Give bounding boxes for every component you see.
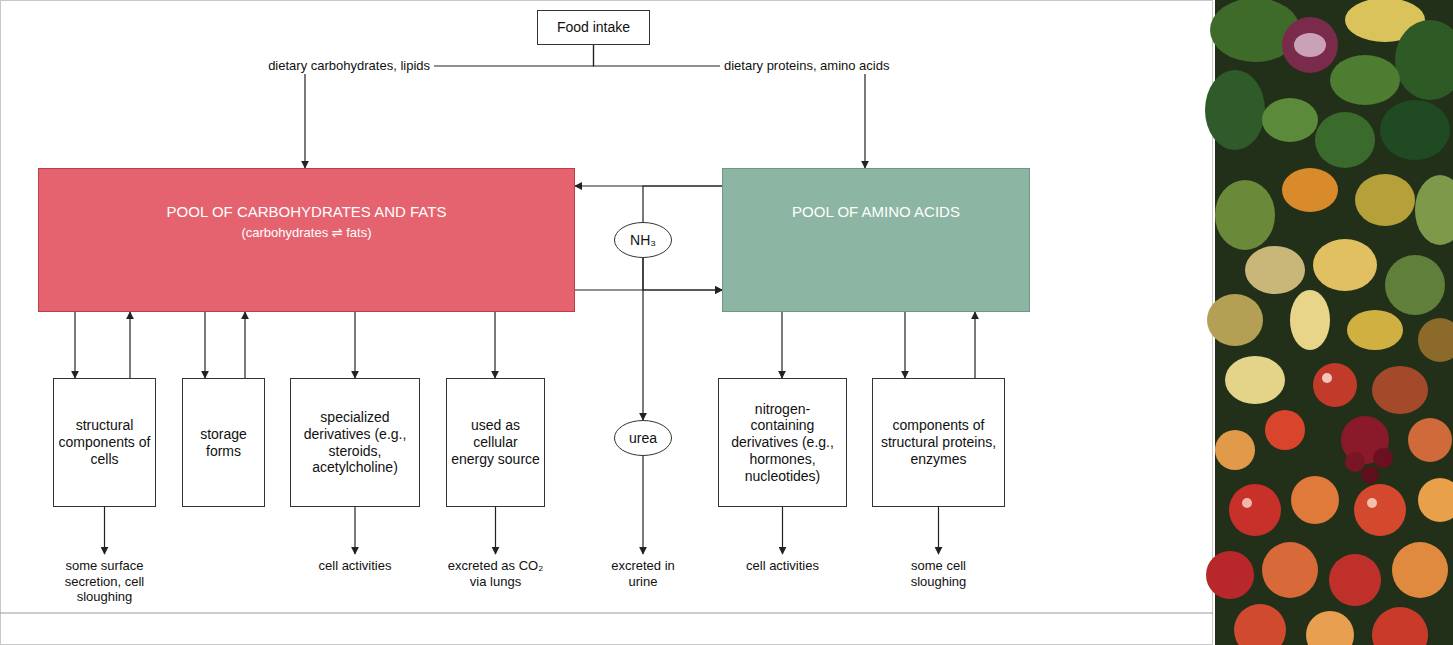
outcome-box: storage forms bbox=[182, 378, 265, 507]
peach bbox=[1215, 430, 1255, 470]
pool-box: POOL OF AMINO ACIDS bbox=[722, 168, 1030, 312]
melon bbox=[1205, 70, 1265, 150]
produce-picture bbox=[1205, 0, 1453, 645]
edge-label: dietary proteins, amino acids bbox=[720, 58, 893, 74]
highlight bbox=[1367, 498, 1377, 508]
squash bbox=[1313, 239, 1377, 291]
node-text: storage forms bbox=[187, 426, 260, 460]
apple bbox=[1354, 484, 1406, 536]
melon bbox=[1380, 100, 1450, 160]
apple bbox=[1329, 554, 1381, 606]
gourd bbox=[1207, 294, 1263, 346]
apple bbox=[1372, 607, 1428, 645]
connector-arrow bbox=[244, 312, 245, 378]
compound-oval: urea bbox=[614, 420, 672, 456]
outcome-label: excreted as CO₂ via lungs bbox=[440, 558, 552, 589]
gourd bbox=[1355, 174, 1415, 226]
input-box: Food intake bbox=[537, 10, 650, 45]
banana bbox=[1347, 310, 1403, 350]
gourd bbox=[1290, 290, 1330, 350]
pool-box: POOL OF CARBOHYDRATES AND FATS (carbohydr… bbox=[38, 168, 575, 312]
outflow-arrow bbox=[642, 456, 643, 554]
grape bbox=[1373, 448, 1393, 468]
outcome-box: structural components of cells bbox=[53, 378, 156, 507]
node-text: Food intake bbox=[557, 19, 630, 36]
connector-arrow bbox=[904, 312, 905, 378]
greens bbox=[1330, 55, 1400, 105]
potato bbox=[1418, 318, 1453, 362]
squash bbox=[1215, 180, 1275, 250]
node-text: POOL OF AMINO ACIDS bbox=[792, 203, 960, 221]
connector-arrow bbox=[204, 312, 205, 378]
node-text: structural components of cells bbox=[58, 417, 151, 467]
peach bbox=[1392, 542, 1448, 598]
apple bbox=[1206, 551, 1254, 599]
connector-arrow bbox=[643, 258, 722, 290]
node-text: specialized derivatives (e.g., steroids,… bbox=[295, 409, 415, 476]
outcome-box: components of structural proteins, enzym… bbox=[872, 378, 1005, 507]
outcome-box: nitrogen-containing derivatives (e.g., h… bbox=[718, 378, 847, 507]
node-text: nitrogen-containing derivatives (e.g., h… bbox=[723, 401, 842, 485]
node-text: used as cellular energy source bbox=[451, 417, 540, 467]
outcome-box: specialized derivatives (e.g., steroids,… bbox=[290, 378, 420, 507]
node-text: urea bbox=[629, 430, 657, 447]
connector-arrow bbox=[354, 312, 355, 378]
peach bbox=[1262, 542, 1318, 598]
oval-outline bbox=[615, 223, 672, 258]
compound-oval: NH₃ bbox=[614, 222, 672, 258]
grape bbox=[1361, 466, 1379, 484]
node-text: POOL OF CARBOHYDRATES AND FATS bbox=[167, 203, 447, 221]
potato bbox=[1372, 366, 1428, 414]
edge-label: dietary carbohydrates, lipids bbox=[264, 58, 434, 74]
outcome-label: cell activities bbox=[738, 558, 828, 574]
baseline-rule bbox=[0, 613, 1213, 614]
tomato bbox=[1265, 410, 1305, 450]
red-cabbage bbox=[1282, 17, 1338, 73]
highlight bbox=[1242, 498, 1252, 508]
oval-outline bbox=[615, 421, 672, 456]
peach bbox=[1306, 611, 1354, 645]
outflow-arrow bbox=[938, 507, 939, 554]
apple bbox=[1234, 604, 1286, 645]
outcome-label: excreted in urine bbox=[598, 558, 688, 589]
apple bbox=[1229, 484, 1281, 536]
outcome-label: cell activities bbox=[310, 558, 400, 574]
panel-frame bbox=[1, 1, 1213, 645]
outflow-arrow bbox=[495, 507, 496, 554]
connector-arrow bbox=[974, 312, 975, 378]
outflow-arrow bbox=[354, 507, 355, 554]
outflow-arrow bbox=[782, 507, 783, 554]
peach bbox=[1418, 478, 1453, 522]
gourd bbox=[1245, 246, 1305, 294]
outcome-box: used as cellular energy source bbox=[446, 378, 545, 507]
squash bbox=[1315, 112, 1375, 168]
node-text: (carbohydrates ⇌ fats) bbox=[241, 225, 371, 241]
gourd bbox=[1415, 175, 1453, 245]
pear bbox=[1225, 356, 1285, 404]
outcome-label: some cell sloughing bbox=[889, 558, 989, 589]
apple bbox=[1313, 363, 1357, 407]
broccoli bbox=[1395, 20, 1453, 100]
squash bbox=[1385, 255, 1445, 315]
squash bbox=[1262, 98, 1318, 142]
grape bbox=[1345, 452, 1365, 472]
outflow-arrow bbox=[104, 507, 105, 554]
node-text: components of structural proteins, enzym… bbox=[877, 417, 1000, 467]
peach bbox=[1291, 476, 1339, 524]
connector-arrow bbox=[129, 312, 130, 378]
connector-arrow bbox=[781, 312, 782, 378]
squash bbox=[1282, 168, 1338, 212]
connector-arrow bbox=[643, 186, 722, 222]
node-text: NH₃ bbox=[630, 232, 656, 249]
connector-arrow bbox=[74, 312, 75, 378]
connector-arrow bbox=[494, 312, 495, 378]
peach bbox=[1408, 418, 1452, 462]
cabbage-core bbox=[1294, 33, 1326, 57]
highlight bbox=[1322, 373, 1332, 383]
outcome-label: some surface secretion, cell sloughing bbox=[46, 558, 164, 605]
